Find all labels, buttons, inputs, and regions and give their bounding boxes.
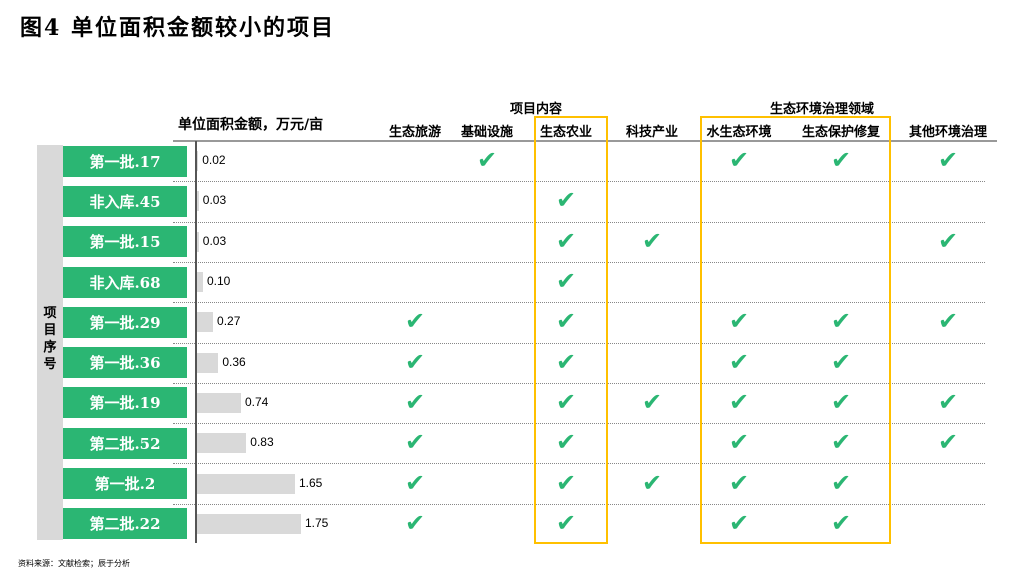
row-divider <box>173 302 985 304</box>
check-icon: ✔ <box>555 226 577 255</box>
figure-title: 图4 单位面积金额较小的项目 <box>20 15 335 41</box>
column-header: 其他环境治理 <box>908 125 987 140</box>
header-divider <box>173 140 997 142</box>
group-header-content: 项目内容 <box>510 102 563 117</box>
check-icon: ✔ <box>404 508 426 537</box>
check-icon: ✔ <box>728 508 750 537</box>
value-label: 0.36 <box>222 354 246 369</box>
check-icon: ✔ <box>728 428 750 457</box>
row-label: 非入库.45 <box>63 185 187 217</box>
row-label: 非入库.68 <box>63 266 187 298</box>
value-label: 0.74 <box>244 394 269 409</box>
check-icon: ✔ <box>830 146 852 175</box>
row-divider <box>173 382 985 384</box>
value-label: 0.03 <box>202 233 227 248</box>
highlight-box-agriculture <box>534 116 608 544</box>
value-bar <box>197 312 214 333</box>
row-divider <box>173 342 985 344</box>
check-icon: ✔ <box>555 428 577 457</box>
check-icon: ✔ <box>641 468 663 497</box>
value-bar <box>197 513 301 534</box>
check-icon: ✔ <box>830 307 852 336</box>
check-icon: ✔ <box>830 508 852 537</box>
value-bar <box>197 151 199 172</box>
row-label: 第一批.2 <box>63 468 187 500</box>
check-icon: ✔ <box>830 468 852 497</box>
check-icon: ✔ <box>555 307 577 336</box>
value-column-header: 单位面积金额，万元/亩 <box>178 117 324 133</box>
value-bar <box>197 473 295 494</box>
check-icon: ✔ <box>404 307 426 336</box>
value-bar <box>197 392 241 413</box>
check-icon: ✔ <box>728 468 750 497</box>
check-icon: ✔ <box>476 146 498 175</box>
value-bar <box>197 352 219 373</box>
check-icon: ✔ <box>830 347 852 376</box>
column-header: 水生态环境 <box>706 125 772 140</box>
value-label: 0.83 <box>250 435 274 450</box>
value-label: 1.75 <box>304 515 329 530</box>
row-divider <box>173 221 985 223</box>
row-divider <box>173 181 985 183</box>
check-icon: ✔ <box>937 146 959 175</box>
check-icon: ✔ <box>937 387 959 416</box>
check-icon: ✔ <box>641 387 663 416</box>
value-label: 0.03 <box>202 193 227 208</box>
row-label: 第一批.15 <box>63 226 187 258</box>
check-icon: ✔ <box>937 428 959 457</box>
value-label: 1.65 <box>299 475 323 490</box>
value-label: 0.10 <box>206 274 231 289</box>
source-note: 资料来源：文献检索；辰于分析 <box>18 559 130 568</box>
value-bar <box>197 433 247 454</box>
value-axis-line <box>195 141 197 543</box>
check-icon: ✔ <box>830 387 852 416</box>
row-label: 第一批.19 <box>63 387 187 419</box>
value-label: 0.27 <box>217 314 241 329</box>
column-header: 生态保护修复 <box>801 125 880 140</box>
row-divider <box>173 423 985 425</box>
check-icon: ✔ <box>555 347 577 376</box>
value-bar <box>197 191 199 212</box>
row-axis-label: 项目序号 <box>43 306 57 372</box>
check-icon: ✔ <box>404 428 426 457</box>
row-label: 第二批.52 <box>63 427 187 459</box>
check-icon: ✔ <box>404 468 426 497</box>
value-bar <box>197 272 203 293</box>
check-icon: ✔ <box>641 226 663 255</box>
row-label: 第二批.22 <box>63 508 187 540</box>
check-icon: ✔ <box>555 267 577 296</box>
check-icon: ✔ <box>728 146 750 175</box>
check-icon: ✔ <box>555 186 577 215</box>
column-header: 生态旅游 <box>388 125 441 140</box>
check-icon: ✔ <box>937 226 959 255</box>
check-icon: ✔ <box>728 307 750 336</box>
check-icon: ✔ <box>937 307 959 336</box>
check-icon: ✔ <box>728 347 750 376</box>
check-icon: ✔ <box>404 387 426 416</box>
group-header-eco: 生态环境治理领域 <box>770 102 875 117</box>
highlight-box-eco-governance <box>700 116 891 544</box>
column-header: 生态农业 <box>539 125 592 140</box>
row-divider <box>173 503 985 505</box>
row-axis-strip <box>37 145 63 540</box>
column-header: 科技产业 <box>625 125 678 140</box>
row-label: 第一批.36 <box>63 347 187 379</box>
row-divider <box>173 261 985 263</box>
check-icon: ✔ <box>555 468 577 497</box>
row-label: 第一批.17 <box>63 145 187 177</box>
check-icon: ✔ <box>728 387 750 416</box>
value-bar <box>197 231 199 252</box>
check-icon: ✔ <box>555 387 577 416</box>
row-divider <box>173 463 985 465</box>
check-icon: ✔ <box>555 508 577 537</box>
value-label: 0.02 <box>202 153 226 168</box>
check-icon: ✔ <box>404 347 426 376</box>
column-header: 基础设施 <box>460 125 513 140</box>
check-icon: ✔ <box>830 428 852 457</box>
row-label: 第一批.29 <box>63 306 187 338</box>
